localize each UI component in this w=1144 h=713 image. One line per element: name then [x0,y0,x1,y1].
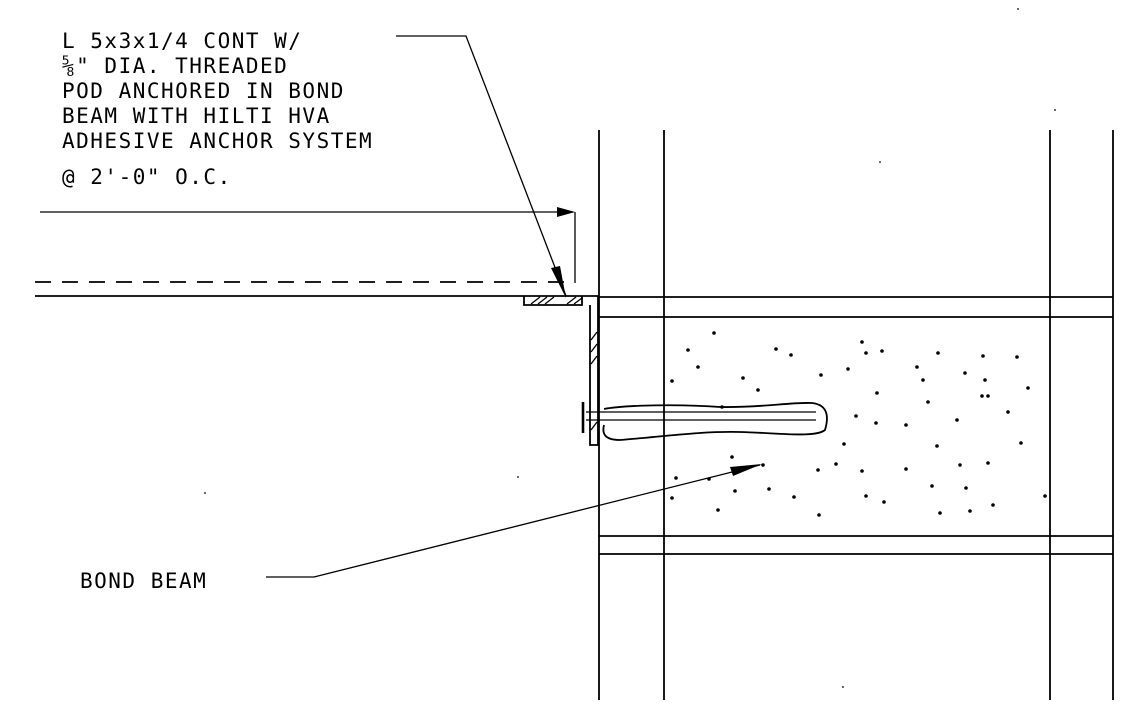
bond-beam-leader-arrowhead [730,464,762,476]
anchor-callout-line-1: L 5x3x1/4 CONT W/ [62,29,302,53]
anchor-callout-line-3: POD ANCHORED IN BOND [62,79,345,103]
anchor-callout-line-5: ADHESIVE ANCHOR SYSTEM [62,129,373,153]
masonry-wall [598,130,1114,700]
anchor-callout: L 5x3x1/4 CONT W/ ⅝" DIA. THREADED POD A… [62,29,373,189]
anchor-callout-line-4: BEAM WITH HILTI HVA [62,104,331,128]
steel-angle [523,295,599,446]
anchor-leader [396,35,567,298]
threaded-rod [581,402,816,433]
anchor-callout-line-6: @ 2'-0" O.C. [62,165,232,189]
bond-beam-callout: BOND BEAM [80,464,762,593]
adhesive-anchor-grout [602,401,828,441]
scan-specks [204,8,1056,688]
anchor-callout-line-2: ⅝" DIA. THREADED [62,54,288,78]
bond-beam-label: BOND BEAM [80,569,207,593]
bond-beam-outline [599,296,1113,555]
roof-deck [35,207,582,297]
grout-stipple [670,331,1047,517]
